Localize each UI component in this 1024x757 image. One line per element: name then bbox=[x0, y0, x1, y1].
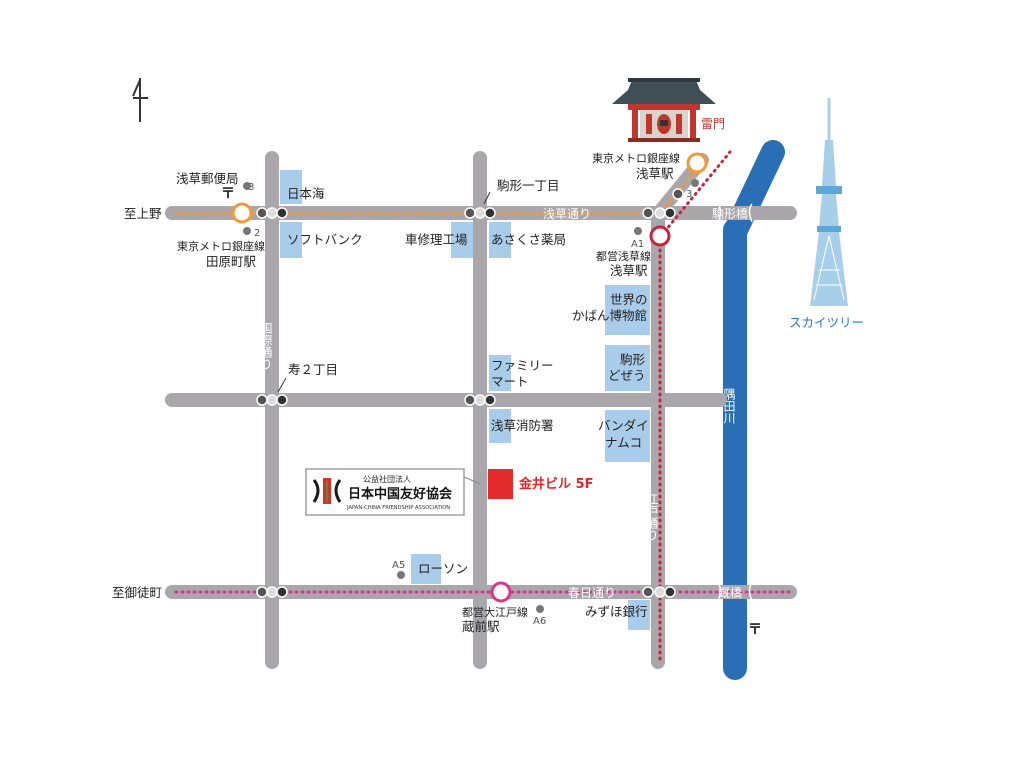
association-emblem-icon bbox=[312, 478, 342, 504]
lawson-building bbox=[411, 554, 441, 584]
fire-station-label: 浅草消防署 bbox=[491, 418, 554, 433]
exit-3-asakusa: 3 bbox=[686, 189, 692, 200]
familymart-label-1: ファミリー bbox=[491, 358, 554, 373]
post-office-icon-2: 〒 bbox=[748, 622, 762, 638]
exit-a5-kuramae: A5 bbox=[392, 560, 405, 571]
exit-2-tawaramachi: 2 bbox=[254, 228, 260, 239]
north-arrow-icon bbox=[132, 78, 148, 122]
to-ueno-label: 至上野 bbox=[124, 206, 162, 221]
kaminarimon-label: 雷門 bbox=[701, 117, 725, 131]
office-building-marker bbox=[488, 469, 513, 499]
komagata-dozeu-label-1: 駒形 bbox=[620, 352, 646, 367]
asakusa-toei-station-label: 浅草駅 bbox=[610, 263, 648, 278]
komagata-dozeu-label-2: どぜう bbox=[608, 368, 646, 383]
asakusa-ginza-station-label: 浅草駅 bbox=[636, 166, 674, 181]
bag-museum-building bbox=[605, 285, 650, 335]
bandai-label-2: ナムコ bbox=[605, 435, 642, 450]
nihonkai-label: 日本海 bbox=[287, 186, 325, 201]
umaya-bridge-label: 厩橋 bbox=[718, 586, 742, 600]
kotobuki-2chome-label: 寿２丁目 bbox=[288, 362, 338, 377]
fire-station-building bbox=[489, 409, 511, 443]
komagata-dozeu-building bbox=[605, 345, 650, 391]
kasuga-dori-label: 春日通り bbox=[568, 586, 616, 600]
association-english: JAPAN-CHINA FRIENDSHIP ASSOCIATION bbox=[346, 505, 450, 511]
post-office-label: 浅草郵便局 bbox=[176, 171, 239, 186]
kuramae-station-label: 蔵前駅 bbox=[462, 619, 500, 634]
mizuho-label: みずほ銀行 bbox=[585, 604, 648, 619]
skytree-icon bbox=[810, 98, 848, 306]
softbank-building bbox=[280, 222, 302, 258]
asakusa-toei-station-icon bbox=[649, 225, 671, 247]
association-logo: 公益社団法人 日本中国友好協会 JAPAN-CHINA FRIENDSHIP A… bbox=[305, 468, 481, 516]
kuramae-line-label: 都営大江戸線 bbox=[462, 605, 528, 619]
bag-museum-label-1: 世界の bbox=[610, 292, 648, 307]
tawaramachi-station-icon bbox=[231, 202, 253, 224]
kuramae-station-icon bbox=[490, 581, 512, 603]
bag-museum-label-2: かばん博物館 bbox=[572, 308, 647, 323]
bandai-label-1: バンダイ bbox=[598, 418, 649, 433]
bandai-building bbox=[605, 410, 650, 462]
lawson-label: ローソン bbox=[418, 561, 468, 576]
association-name: 日本中国友好協会 bbox=[348, 486, 453, 502]
repair-shop-building bbox=[451, 222, 473, 258]
komagata-1chome-label: 駒形一丁目 bbox=[497, 178, 560, 193]
asakusa-ginza-station-icon bbox=[686, 152, 708, 174]
familymart-label-2: マート bbox=[491, 374, 529, 389]
asakusa-toei-line-label: 都営浅草線 bbox=[596, 249, 651, 263]
destination-label: 金井ビル 5F bbox=[518, 476, 593, 492]
repair-shop-label: 車修理工場 bbox=[405, 232, 468, 247]
softbank-label: ソフトバンク bbox=[287, 232, 363, 247]
skytree-label: スカイツリー bbox=[789, 315, 864, 330]
pharmacy-building bbox=[489, 222, 511, 258]
kaminarimon-gate-icon bbox=[612, 78, 716, 142]
komagata-bridge-label: 駒形橋 bbox=[712, 207, 748, 221]
pharmacy-label: あさくさ薬局 bbox=[491, 232, 566, 247]
edo-dori-label: 江戸通り bbox=[645, 493, 659, 541]
traffic-signals bbox=[256, 188, 684, 598]
tawaramachi-station-label: 田原町駅 bbox=[206, 254, 257, 269]
exit-3-tawaramachi: 3 bbox=[248, 182, 254, 193]
nihonkai-building bbox=[280, 170, 302, 204]
river-label: 隅田川 bbox=[722, 388, 736, 424]
asakusa-ginza-line-label: 東京メトロ銀座線 bbox=[592, 151, 680, 165]
tawaramachi-line-label: 東京メトロ銀座線 bbox=[177, 239, 265, 253]
exit-a1-asakusa: A1 bbox=[631, 239, 644, 250]
association-small-label: 公益社団法人 bbox=[363, 474, 411, 484]
asakusa-dori-label: 浅草通り bbox=[543, 207, 591, 221]
mizuho-building bbox=[628, 600, 650, 630]
exit-a6-kuramae: A6 bbox=[533, 616, 546, 627]
to-okachimachi-label: 至御徒町 bbox=[112, 585, 162, 600]
familymart-building bbox=[489, 355, 511, 391]
post-office-icon: 〒 bbox=[221, 186, 235, 202]
kokusai-dori-label: 国際通り bbox=[259, 322, 273, 370]
